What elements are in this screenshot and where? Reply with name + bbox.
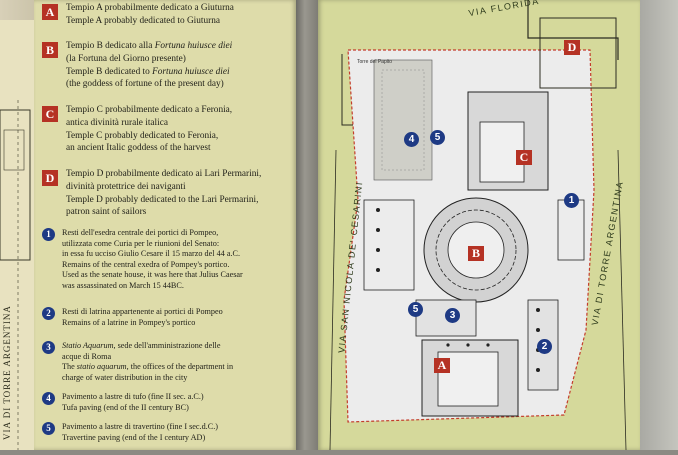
paving-area <box>373 59 433 181</box>
left-map-fragment: VIA DI TORRE ARGENTINA <box>0 20 40 450</box>
badge-b: B <box>42 42 58 58</box>
legend-entry-3: 3 Statio Aquarum, sede dell'amministrazi… <box>42 341 292 383</box>
temple-d-outline <box>539 17 617 89</box>
legend-line: utilizzata come Curia per le riunioni de… <box>62 238 220 248</box>
legend-line: Used as the senate house, it was here th… <box>62 270 243 280</box>
legend-line: Temple A probably dedicated to Giuturna <box>66 15 220 26</box>
legend-line: Tempio A probabilmente dedicato a Giutur… <box>66 3 234 13</box>
legend-line: antica divinità rurale italica <box>66 117 168 128</box>
left-map-drawing <box>0 100 31 450</box>
legend-entry-4: 4 Pavimento a lastre di tufo (fine II se… <box>42 392 292 413</box>
legend-entry-1: 1 Resti dell'esedra centrale dei portici… <box>42 228 292 292</box>
map-panel: VIA FLORIDA VIA SAN NICOLA DE' CESARINI … <box>318 0 640 450</box>
far-left-street-label: VIA DI TORRE ARGENTINA <box>2 305 12 440</box>
legend-line: Resti dell'esedra centrale dei portici d… <box>62 228 219 237</box>
boundary-wall <box>527 0 619 60</box>
marker-5-top: 5 <box>430 130 445 145</box>
legend-line: Tempio C probabilmente dedicato a Feroni… <box>66 105 233 115</box>
legend-line: Tempio B dedicato alla Fortuna huiusce d… <box>66 41 233 51</box>
torre-label: Torre del Papito <box>357 59 393 65</box>
legend-entry-5: 5 Pavimento a lastre di travertino (fine… <box>42 422 292 443</box>
legend-line: Temple D probably dedicated to the Lari … <box>66 194 259 205</box>
marker-2: 2 <box>537 339 552 354</box>
legend-line: Statio Aquarum, sede dell'amministrazion… <box>62 341 221 350</box>
badge-a: A <box>42 4 58 20</box>
legend-line: (the goddess of fortune of the present d… <box>66 79 224 90</box>
badge-d: D <box>42 170 58 186</box>
marker-temple-c: C <box>516 150 532 165</box>
legend-line: patron saint of sailors <box>66 207 147 218</box>
legend-line: Travertine paving (end of the I century … <box>62 432 206 442</box>
legend-line: charge of water distribution in the city <box>62 372 188 382</box>
legend-entry-c: C Tempio C probabilmente dedicato a Fero… <box>42 104 292 155</box>
legend-line: was assassinated on March 15 44BC. <box>62 280 184 290</box>
marker-temple-d: D <box>564 40 580 55</box>
legend-line: an ancient Italic goddess of the harvest <box>66 143 211 154</box>
site-plan-drawing <box>329 0 627 450</box>
legend-panel: A Tempio A probabilmente dedicato a Giut… <box>34 0 296 450</box>
marker-temple-a: A <box>434 358 450 373</box>
marker-3: 3 <box>445 308 460 323</box>
legend-line: Remains of the central exedra of Pompey'… <box>62 259 230 269</box>
legend-line: Temple B dedicated to Fortuna huiusce di… <box>66 66 230 77</box>
metal-post <box>296 0 318 450</box>
marker-temple-b: B <box>468 246 484 261</box>
legend-line: Tempio D probabilmente dedicato ai Lari … <box>66 169 262 179</box>
marker-1: 1 <box>564 193 579 208</box>
badge-5: 5 <box>42 422 55 435</box>
badge-2: 2 <box>42 307 55 320</box>
marker-4: 4 <box>404 132 419 147</box>
legend-line: Pavimento a lastre di tufo (fine II sec.… <box>62 392 204 401</box>
legend-line: Pavimento a lastre di travertino (fine I… <box>62 422 218 431</box>
legend-line: The statio aquarum, the offices of the d… <box>62 362 234 372</box>
legend-entry-d: D Tempio D probabilmente dedicato ai Lar… <box>42 168 292 219</box>
legend-line: Resti di latrina appartenente ai portici… <box>62 307 223 316</box>
legend-entry-a: A Tempio A probabilmente dedicato a Giut… <box>42 2 292 28</box>
badge-4: 4 <box>42 392 55 405</box>
marker-5-lower: 5 <box>408 302 423 317</box>
legend-entry-b: B Tempio B dedicato alla Fortuna huiusce… <box>42 40 292 91</box>
right-wall <box>640 0 678 450</box>
badge-c: C <box>42 106 58 122</box>
legend-line: Remains of a latrine in Pompey's portico <box>62 317 196 327</box>
badge-3: 3 <box>42 341 55 354</box>
legend-line: acque di Roma <box>62 351 112 361</box>
legend-line: Tufa paving (end of the II century BC) <box>62 402 189 412</box>
legend-line: (la Fortuna del Giorno presente) <box>66 53 186 64</box>
legend-entry-2: 2 Resti di latrina appartenente ai porti… <box>42 307 292 328</box>
badge-1: 1 <box>42 228 55 241</box>
legend-line: in essa fu ucciso Giulio Cesare il 15 ma… <box>62 249 241 259</box>
legend-line: divinità protettrice dei naviganti <box>66 181 186 192</box>
legend-line: Temple C probably dedicated to Feronia, <box>66 130 219 141</box>
